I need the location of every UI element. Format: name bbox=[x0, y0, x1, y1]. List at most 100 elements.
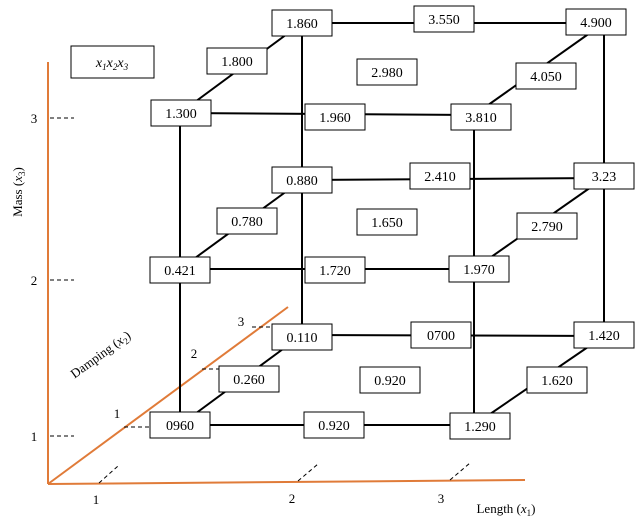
length-tick-3: 3 bbox=[438, 491, 445, 506]
vertex-value-front-mid-mid: 1.720 bbox=[319, 264, 351, 279]
vertex-value-back-bot-left: 0.110 bbox=[287, 331, 318, 346]
vertex-box-back-mid-left bbox=[271, 166, 333, 194]
vertex-box-back-top-left bbox=[271, 9, 333, 37]
vertex-value-front-mid-right: 1.970 bbox=[463, 263, 495, 278]
vertex-value-front-bot-right: 1.290 bbox=[464, 420, 496, 435]
vertex-value-top-left-edge: 1.800 bbox=[221, 55, 253, 70]
vertex-box-front-top-left bbox=[150, 99, 212, 127]
vertex-box-mid-face-center bbox=[356, 208, 418, 236]
length-tick-mark-3 bbox=[449, 462, 471, 481]
damping-tick-2: 2 bbox=[191, 346, 198, 361]
mass-tick-2: 2 bbox=[31, 273, 38, 288]
vertex-bot-left-edge: 0.260 bbox=[218, 365, 280, 393]
vertex-back-bot-right: 1.420 bbox=[573, 321, 635, 349]
vertex-value-back-top-left: 1.860 bbox=[286, 17, 318, 32]
vertex-box-back-mid-mid bbox=[409, 162, 471, 190]
vertex-box-back-top-mid bbox=[413, 5, 475, 33]
vertex-value-mid-face-center: 1.650 bbox=[371, 216, 403, 231]
vertex-back-bot-left: 0.110 bbox=[271, 323, 333, 351]
vertex-top-left-edge: 1.800 bbox=[206, 47, 268, 75]
vertex-box-bot-right-edge bbox=[526, 366, 588, 394]
vertex-value-top-face-center: 2.980 bbox=[371, 66, 403, 81]
legend-text: x1x2x3 bbox=[95, 56, 129, 72]
vertex-value-front-top-left: 1.300 bbox=[165, 107, 197, 122]
vertex-box-front-mid-right bbox=[448, 255, 510, 283]
vertex-value-mid-right-edge: 2.790 bbox=[531, 220, 563, 235]
vertex-bot-face-center: 0.920 bbox=[359, 366, 421, 394]
vertex-back-bot-mid: 0700 bbox=[410, 321, 472, 349]
vertex-box-front-top-mid bbox=[304, 103, 366, 131]
length-axis-label: Length (x1) bbox=[476, 501, 535, 518]
length-tick-mark-2 bbox=[297, 463, 319, 482]
length-tick-1: 1 bbox=[93, 492, 100, 507]
vertex-box-bot-face-center bbox=[359, 366, 421, 394]
vertex-back-mid-right: 3.23 bbox=[573, 162, 635, 190]
vertex-value-bot-face-center: 0.920 bbox=[374, 374, 406, 389]
vertex-value-back-mid-right: 3.23 bbox=[592, 170, 617, 185]
vertex-box-back-top-right bbox=[565, 8, 627, 36]
mass-tick-1: 1 bbox=[31, 429, 38, 444]
vertex-box-back-bot-mid bbox=[410, 321, 472, 349]
vertex-front-mid-right: 1.970 bbox=[448, 255, 510, 283]
vertex-back-mid-mid: 2.410 bbox=[409, 162, 471, 190]
vertex-front-bot-mid: 0.920 bbox=[303, 411, 365, 439]
vertex-front-top-left: 1.300 bbox=[150, 99, 212, 127]
vertex-box-bot-left-edge bbox=[218, 365, 280, 393]
vertex-top-face-center: 2.980 bbox=[356, 58, 418, 86]
vertex-back-top-right: 4.900 bbox=[565, 8, 627, 36]
vertex-front-mid-mid: 1.720 bbox=[304, 256, 366, 284]
vertex-value-back-bot-right: 1.420 bbox=[588, 329, 620, 344]
vertex-value-back-top-right: 4.900 bbox=[580, 16, 612, 31]
vertex-value-back-mid-mid: 2.410 bbox=[424, 170, 456, 185]
vertex-value-mid-left-edge: 0.780 bbox=[231, 215, 263, 230]
vertex-bot-right-edge: 1.620 bbox=[526, 366, 588, 394]
vertex-box-back-bot-right bbox=[573, 321, 635, 349]
length-tick-2: 2 bbox=[289, 491, 296, 506]
vertex-box-front-bot-mid bbox=[303, 411, 365, 439]
vertex-mid-right-edge: 2.790 bbox=[516, 212, 578, 240]
vertex-front-mid-left: 0.421 bbox=[149, 256, 211, 284]
vertex-value-front-bot-mid: 0.920 bbox=[318, 419, 350, 434]
vertex-mid-face-center: 1.650 bbox=[356, 208, 418, 236]
vertex-box-front-mid-left bbox=[149, 256, 211, 284]
vertex-mid-left-edge: 0.780 bbox=[216, 207, 278, 235]
vertex-value-top-right-edge: 4.050 bbox=[530, 70, 562, 85]
mass-axis-label: Mass (x3) bbox=[10, 167, 27, 217]
vertex-back-top-mid: 3.550 bbox=[413, 5, 475, 33]
vertex-box-back-bot-left bbox=[271, 323, 333, 351]
vertex-value-front-top-right: 3.810 bbox=[465, 111, 497, 126]
vertex-box-top-right-edge bbox=[515, 62, 577, 90]
vertex-front-top-right: 3.810 bbox=[450, 103, 512, 131]
vertex-box-top-face-center bbox=[356, 58, 418, 86]
length-tick-mark-1 bbox=[98, 465, 119, 484]
vertex-box-top-left-edge bbox=[206, 47, 268, 75]
vertex-value-bot-left-edge: 0.260 bbox=[233, 373, 265, 388]
length-axis bbox=[47, 479, 526, 485]
vertex-box-mid-left-edge bbox=[216, 207, 278, 235]
damping-tick-1: 1 bbox=[114, 406, 121, 421]
vertex-value-front-bot-left: 0960 bbox=[166, 419, 194, 434]
vertex-back-mid-left: 0.880 bbox=[271, 166, 333, 194]
vertex-value-bot-right-edge: 1.620 bbox=[541, 374, 573, 389]
vertex-value-back-mid-left: 0.880 bbox=[286, 174, 318, 189]
damping-tick-3: 3 bbox=[238, 314, 245, 329]
vertex-front-top-mid: 1.960 bbox=[304, 103, 366, 131]
vertex-box-front-mid-mid bbox=[304, 256, 366, 284]
vertex-front-bot-right: 1.290 bbox=[449, 412, 511, 440]
vertex-value-back-bot-mid: 0700 bbox=[427, 329, 455, 344]
vertex-front-bot-left: 0960 bbox=[149, 411, 211, 439]
vertex-back-top-left: 1.860 bbox=[271, 9, 333, 37]
vertex-value-front-mid-left: 0.421 bbox=[164, 264, 196, 279]
vertex-box-front-top-right bbox=[450, 103, 512, 131]
vertex-box-front-bot-left bbox=[149, 411, 211, 439]
damping-axis-label: Damping (x2) bbox=[67, 328, 134, 383]
vertex-value-front-top-mid: 1.960 bbox=[319, 111, 351, 126]
vertex-layer: 1.860 3.550 4.900 1.800 2.980 4.050 1.300 1.960… bbox=[149, 5, 635, 440]
vertex-box-front-bot-right bbox=[449, 412, 511, 440]
mass-tick-3: 3 bbox=[31, 111, 38, 126]
legend-box bbox=[70, 45, 155, 79]
vertex-box-back-mid-right bbox=[573, 162, 635, 190]
vertex-value-back-top-mid: 3.550 bbox=[428, 13, 460, 28]
